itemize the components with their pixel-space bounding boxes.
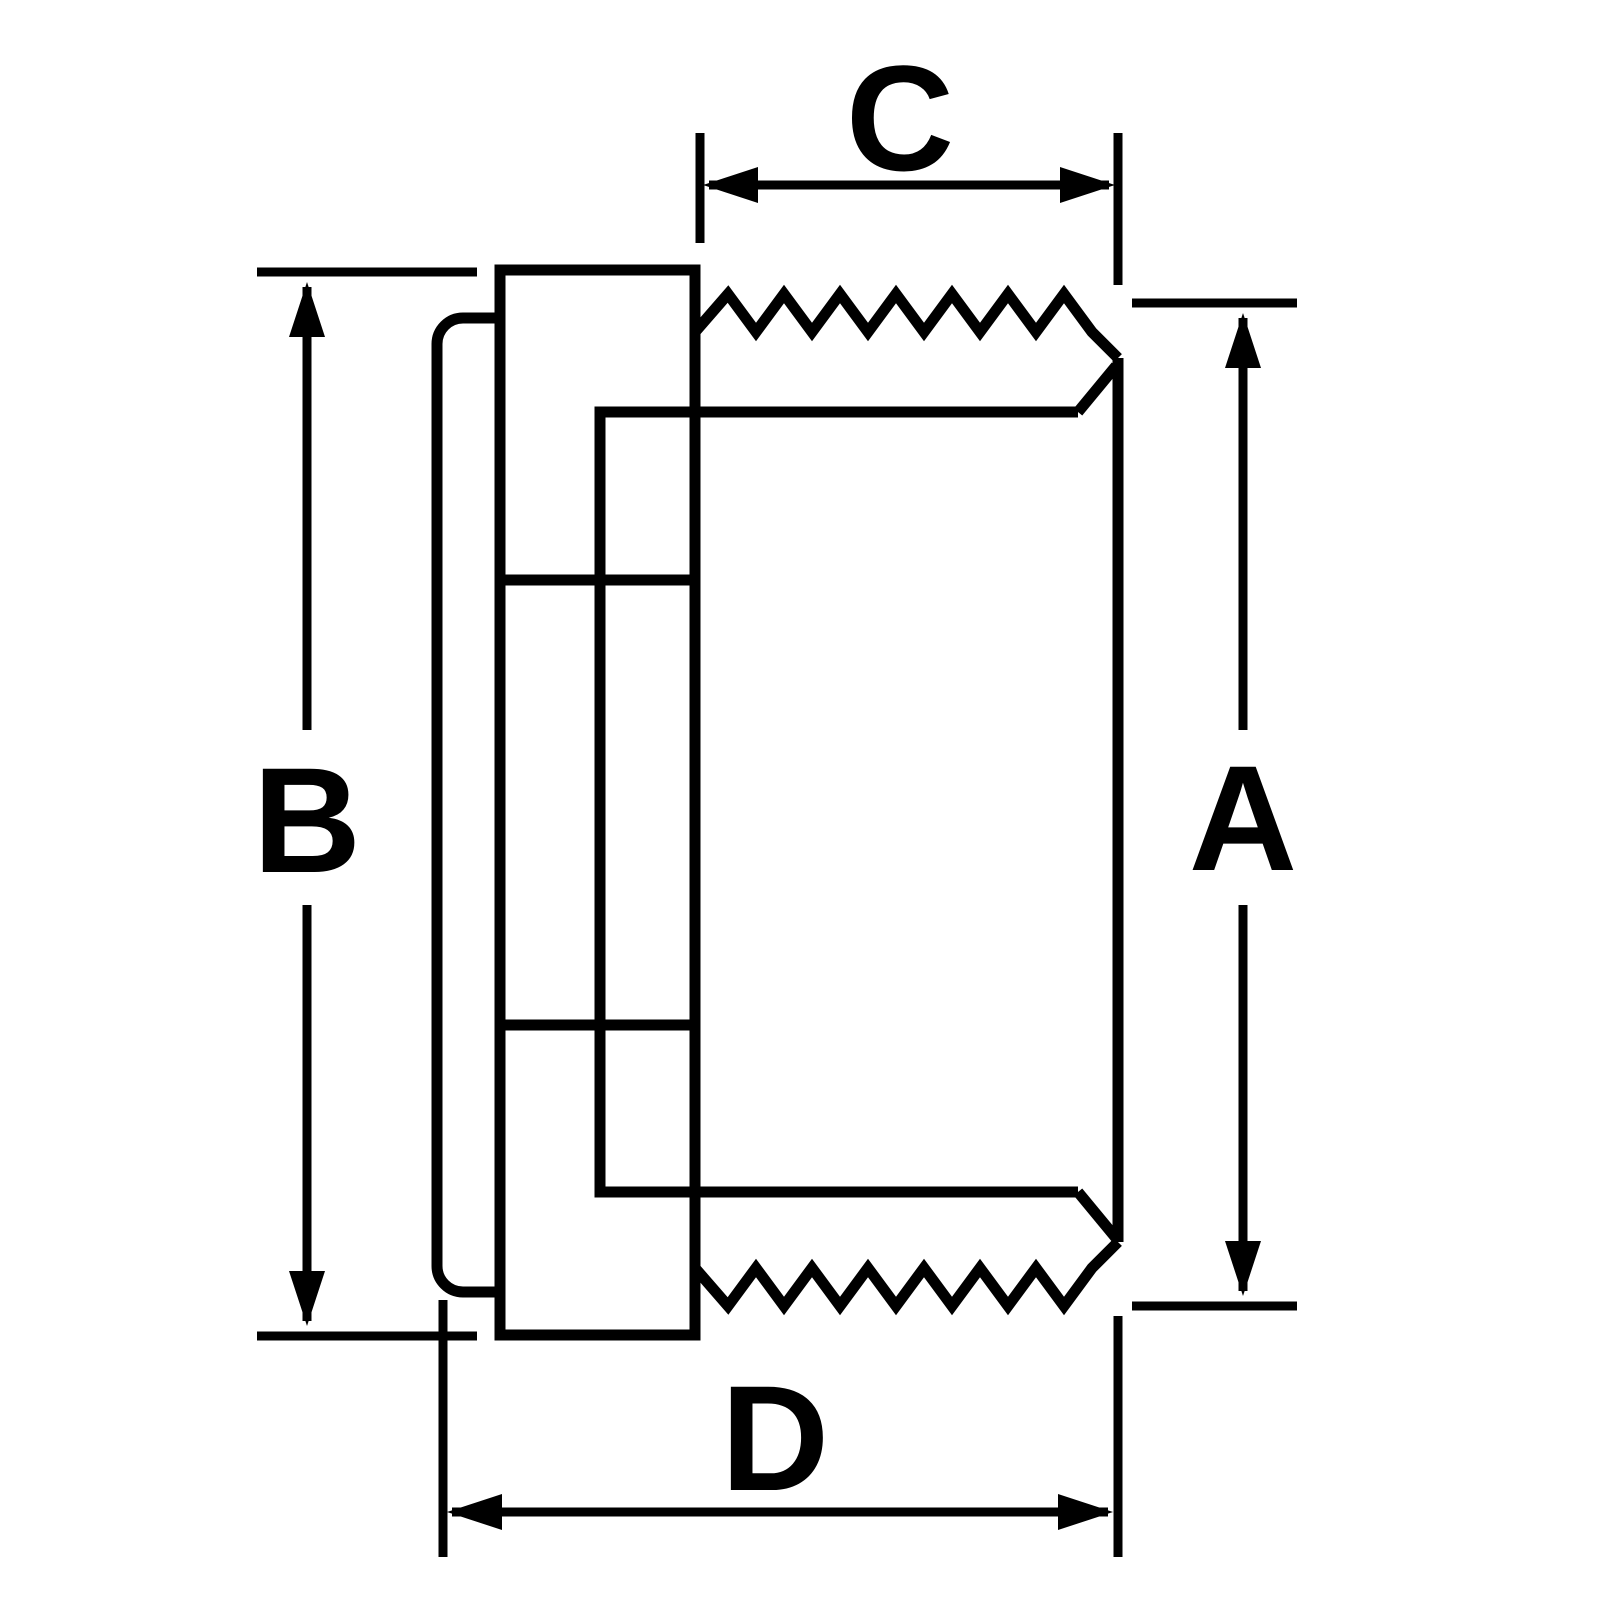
thread-zigzag-top [690, 284, 1122, 362]
dimension-label-a: A [1189, 734, 1297, 902]
chamfer-top-line [1073, 362, 1121, 416]
thread-zigzag-bottom [690, 1238, 1122, 1316]
arrow-d-right-icon [1058, 1494, 1113, 1530]
arrow-b-down-icon [289, 1271, 325, 1326]
chamfer-bottom-line [1073, 1188, 1121, 1242]
dimension-label-d: D [721, 1354, 829, 1522]
bore-outline [594, 406, 1078, 1198]
dimension-arrowheads [289, 167, 1261, 1530]
arrow-c-left-icon [703, 167, 758, 203]
arrow-b-up-icon [289, 282, 325, 337]
dimension-label-c: C [846, 34, 954, 202]
dimension-labels: C B A D [253, 34, 1297, 1522]
part-outline [431, 264, 1124, 1341]
arrow-a-down-icon [1225, 1241, 1261, 1296]
arrow-c-right-icon [1060, 167, 1115, 203]
arrow-a-up-icon [1225, 313, 1261, 368]
dimension-lines [257, 133, 1297, 1557]
dimension-label-b: B [253, 736, 361, 904]
arrow-d-left-icon [447, 1494, 502, 1530]
